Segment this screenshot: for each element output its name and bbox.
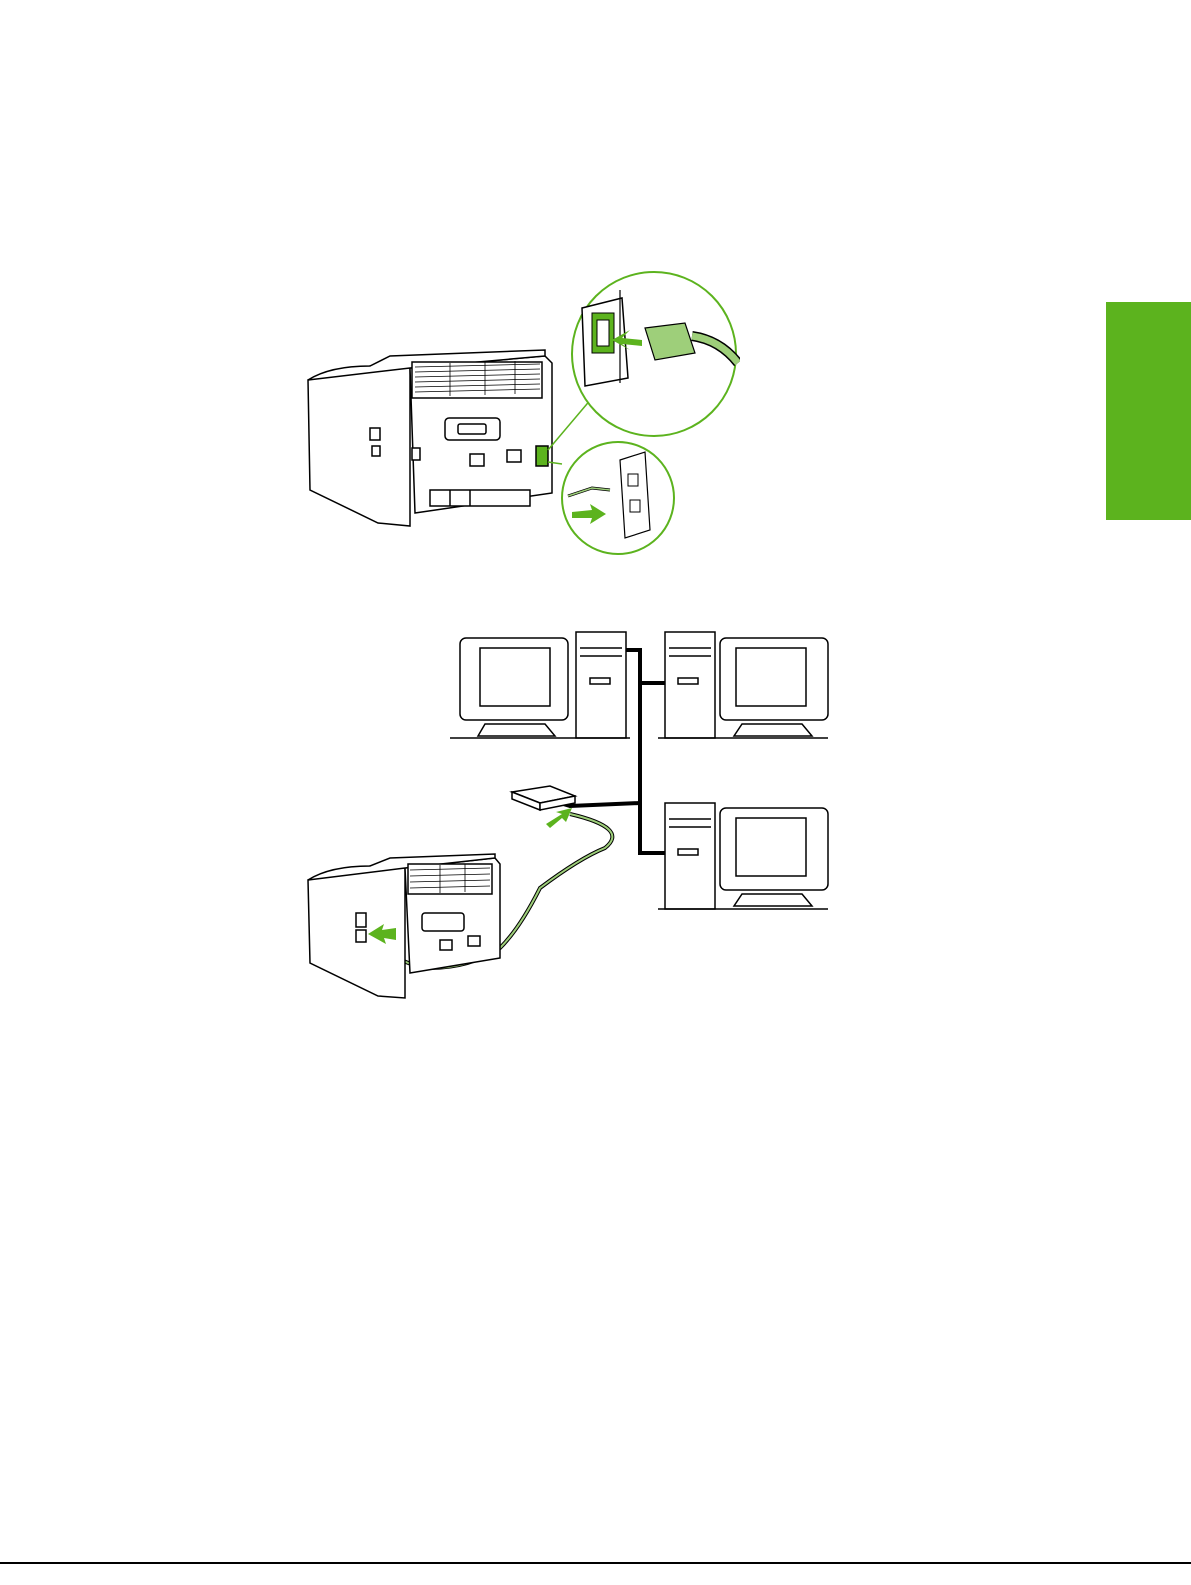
computer-icon — [658, 803, 828, 909]
printer-icon — [308, 854, 500, 998]
green-arrow-icon — [546, 808, 572, 828]
network-connection-figure — [300, 628, 830, 1008]
power-socket-detail — [572, 272, 738, 436]
computer-icon — [450, 632, 630, 738]
chapter-tab — [1106, 302, 1191, 520]
printer-icon — [308, 350, 552, 526]
power-connection-figure — [300, 268, 740, 558]
computer-icon — [658, 632, 828, 738]
footer-rule — [0, 1562, 1191, 1564]
wall-outlet-icon — [620, 452, 650, 538]
wall-outlet-detail — [562, 442, 674, 554]
